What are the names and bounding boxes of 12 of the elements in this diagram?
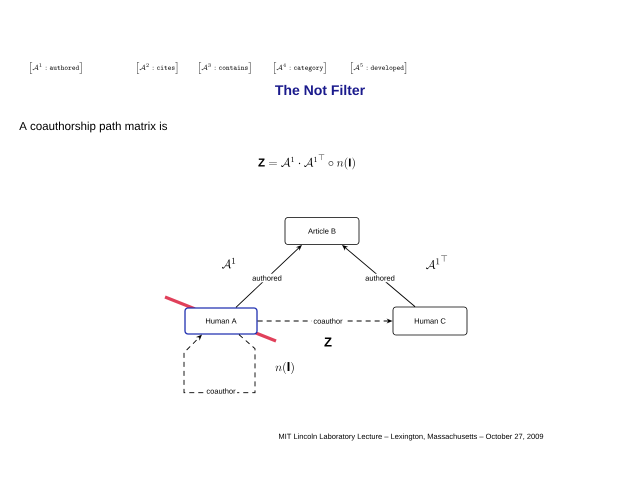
header-term: $\left[\mathcal{A}^3 : \texttt{contains}\right]$ [199, 62, 250, 74]
header-term: $\left[\mathcal{A}^5 : \texttt{developed}\right]$ [351, 62, 406, 74]
matrix-symbol: $n(\mathbf{I})$ [275, 362, 294, 374]
header-term: $\left[\mathcal{A}^2 : \texttt{cites}\right]$ [137, 62, 178, 74]
title: The Not Filter [275, 84, 365, 96]
header-term: $\left[\mathcal{A}^4 : \texttt{category}\right]$ [274, 62, 326, 74]
body-text: A coauthorship path matrix is [19, 122, 168, 132]
matrix-symbol: $\mathcal{A}^1$ [222, 258, 236, 269]
header-term: $\left[\mathcal{A}^1 : \texttt{authored}\right]$ [30, 62, 82, 74]
matrix-symbol: $\mathbf{Z}$ [324, 338, 332, 346]
formula: $\mathbf{Z} = \mathcal{A}^1 \cdot {\mathcal{A}^{1}}^{\top} \circ n(\mathbf{I})$ [258, 154, 355, 170]
matrix-symbol: ${\mathcal{A}^{1}}^{\top}$ [426, 255, 448, 270]
